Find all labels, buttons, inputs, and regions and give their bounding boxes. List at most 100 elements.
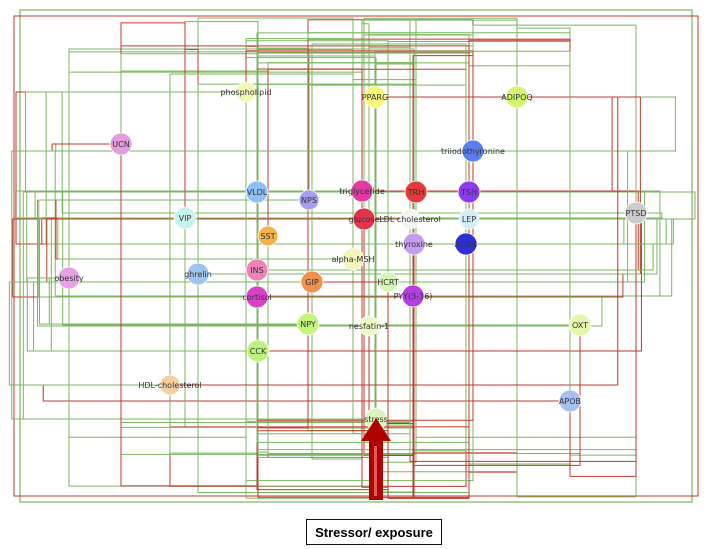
node-adipoq[interactable]: ADIPOQ (501, 85, 533, 109)
activation-edge-124 (468, 45, 476, 192)
node-label-tsh: TSH (460, 188, 477, 197)
node-trh[interactable]: TRH (404, 180, 428, 204)
outer-inhibition-frame (13, 15, 699, 497)
activation-edge-129 (169, 191, 260, 454)
node-label-adrb: ADRB (455, 240, 478, 249)
node-circle-apob (558, 389, 582, 413)
activation-edge-65 (265, 235, 415, 429)
inhibition-edge-138 (120, 144, 258, 487)
node-ins[interactable]: INS (245, 258, 269, 282)
node-ldl[interactable]: LDL cholesterol (379, 208, 441, 230)
node-oxt[interactable]: OXT (568, 313, 592, 337)
node-alphamsh[interactable]: alpha-MSH (331, 247, 375, 271)
node-circle-phospholipid (235, 81, 257, 103)
inhibition-edge-136 (413, 244, 581, 466)
activation-edge-137 (36, 199, 370, 329)
node-label-sst: SST (260, 232, 275, 241)
node-adrb[interactable]: ADRB (454, 232, 478, 256)
node-label-obesity: obesity (54, 274, 83, 283)
node-circle-nps (298, 189, 320, 211)
node-vip[interactable]: VIP (173, 206, 197, 230)
node-ghrelin[interactable]: ghrelin (184, 262, 212, 286)
activation-edge-34 (50, 216, 411, 352)
node-circle-glucose (352, 207, 376, 231)
node-circle-thyroxine (402, 232, 426, 256)
node-label-ucn: UCN (112, 140, 129, 149)
node-circle-gip (300, 270, 324, 294)
node-hcrt[interactable]: HCRT (377, 271, 399, 293)
node-circle-trh (404, 180, 428, 204)
node-phospholipid[interactable]: phospholipid (220, 81, 272, 103)
inhibition-edge-135 (256, 282, 389, 432)
node-cck[interactable]: CCK (246, 339, 270, 363)
node-circle-vip (173, 206, 197, 230)
node-ptsd[interactable]: PTSD (624, 201, 648, 225)
outer-activation-frame (19, 9, 693, 503)
node-cortisol[interactable]: cortisol (242, 285, 272, 309)
activation-edge-132 (8, 281, 312, 388)
node-nps[interactable]: NPS (298, 189, 320, 211)
node-label-ptsd: PTSD (626, 209, 647, 218)
node-label-adipoq: ADIPOQ (501, 93, 532, 102)
node-pyy[interactable]: PYY(3-36) (394, 284, 433, 308)
activation-edge-7 (66, 71, 363, 279)
node-label-thyroxine: thyroxine (395, 240, 433, 249)
node-sst[interactable]: SST (257, 225, 279, 247)
node-circle-ptsd (624, 201, 648, 225)
inhibition-edge-48 (412, 55, 474, 296)
inhibition-edge-96 (569, 213, 637, 477)
node-apob[interactable]: APOB (558, 389, 582, 413)
node-triglyceride[interactable]: triglyceride (339, 179, 385, 203)
node-ucn[interactable]: UCN (109, 132, 133, 156)
node-circle-lep (458, 208, 480, 230)
inhibition-edge-149 (387, 192, 470, 499)
node-circle-alphamsh (341, 247, 365, 271)
node-label-ldl: LDL cholesterol (379, 215, 441, 224)
node-circle-pparg (363, 85, 387, 109)
node-triiodothyronine[interactable]: triiodothyronine (441, 139, 505, 163)
activation-edge-81 (25, 89, 469, 193)
activation-edge-18 (182, 92, 247, 428)
node-circle-adrb (454, 232, 478, 256)
node-circle-adipoq (505, 85, 529, 109)
node-circle-npy (296, 312, 320, 336)
node-npy[interactable]: NPY (296, 312, 320, 336)
node-lep[interactable]: LEP (458, 208, 480, 230)
activation-edge-114 (57, 217, 354, 262)
node-glucose[interactable]: glucose (349, 207, 380, 231)
inhibition-edge-26 (245, 45, 258, 192)
node-nesfatin[interactable]: nesfatin-1 (349, 315, 389, 337)
node-thyroxine[interactable]: thyroxine (395, 232, 433, 256)
node-obesity[interactable]: obesity (54, 266, 84, 290)
node-label-pparg: PPARG (362, 93, 388, 102)
node-circle-cck (246, 339, 270, 363)
node-tsh[interactable]: TSH (457, 180, 481, 204)
node-label-nps: NPS (301, 196, 317, 205)
node-circle-ldl (399, 208, 421, 230)
node-circle-vldl (245, 180, 269, 204)
node-gip[interactable]: GIP (300, 270, 324, 294)
node-circle-obesity (57, 266, 81, 290)
node-circle-tsh (457, 180, 481, 204)
node-label-triglyceride: triglyceride (339, 187, 385, 196)
node-circle-nesfatin (358, 315, 380, 337)
node-vldl[interactable]: VLDL (245, 180, 269, 204)
node-label-hcrt: HCRT (377, 278, 399, 287)
node-label-vip: VIP (179, 214, 192, 223)
node-hdl[interactable]: HDL-cholesterol (138, 374, 202, 396)
inhibition-edge-15 (42, 384, 570, 402)
activation-edge-74 (472, 24, 639, 214)
node-label-apob: APOB (559, 397, 581, 406)
node-label-ins: INS (250, 266, 263, 275)
activation-edge-140 (409, 216, 674, 245)
node-circle-pyy (401, 284, 425, 308)
activation-edge-125 (195, 83, 417, 275)
node-pparg[interactable]: PPARG (362, 85, 388, 109)
activation-edge-101 (61, 91, 637, 216)
activation-edge-82 (245, 92, 417, 422)
activation-edge-58 (472, 96, 676, 154)
node-circle-triglyceride (350, 179, 374, 203)
activation-edge-123 (26, 275, 258, 352)
